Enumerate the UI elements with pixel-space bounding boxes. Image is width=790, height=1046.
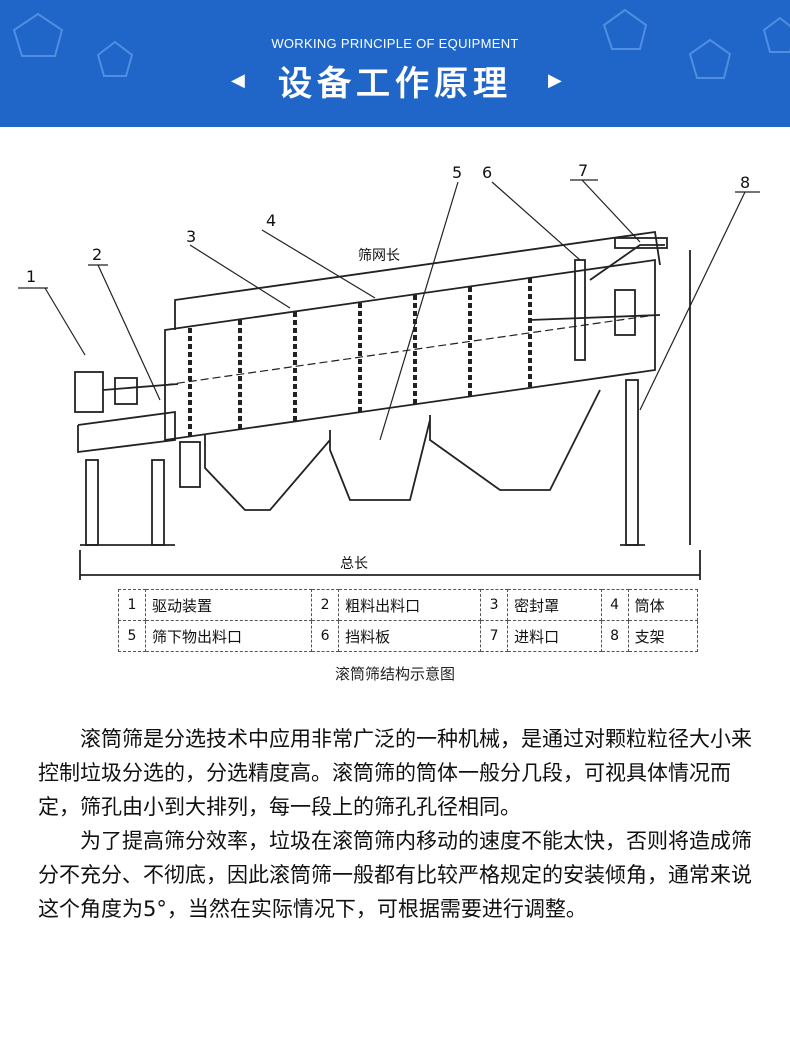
part-label-3: 3	[186, 227, 196, 246]
chevron-left-icon: ◀	[231, 70, 245, 91]
banner-subtitle: WORKING PRINCIPLE OF EQUIPMENT	[271, 36, 519, 51]
part-label-4: 4	[266, 211, 276, 230]
part-name: 筛下物出料口	[144, 620, 313, 652]
part-name: 驱动装置	[144, 589, 313, 621]
part-label-8: 8	[740, 173, 750, 192]
part-label-2: 2	[92, 245, 102, 264]
table-row: 1 驱动装置 2 粗料出料口 3 密封罩 4 筒体	[118, 589, 699, 621]
part-name: 支架	[627, 620, 699, 652]
part-number: 7	[480, 620, 509, 652]
table-row: 5 筛下物出料口 6 挡料板 7 进料口 8 支架	[118, 620, 699, 652]
part-label-1: 1	[26, 267, 36, 286]
paragraph: 为了提高筛分效率，垃圾在滚筒筛内移动的速度不能太快，否则将造成筛分不充分、不彻底…	[38, 829, 752, 921]
part-number: 2	[311, 589, 340, 621]
part-name: 挡料板	[338, 620, 482, 652]
pentagon-decoration-icon	[12, 8, 790, 79]
total-length-label: 总长	[340, 556, 368, 572]
description-text: 滚筒筛是分选技术中应用非常广泛的一种机械，是通过对颗粒粒径大小来控制垃圾分选的，…	[38, 722, 752, 926]
part-name: 粗料出料口	[338, 589, 482, 621]
part-label-7: 7	[578, 161, 588, 180]
part-label-5: 5	[452, 163, 462, 182]
part-number: 5	[118, 620, 146, 652]
paragraph: 滚筒筛是分选技术中应用非常广泛的一种机械，是通过对颗粒粒径大小来控制垃圾分选的，…	[38, 727, 752, 819]
trommel-structure-diagram: 1 2 3 4 5 6 7 8 筛网长 总长	[18, 161, 760, 580]
part-number: 6	[311, 620, 340, 652]
header-banner: WORKING PRINCIPLE OF EQUIPMENT ◀ 设备工作原理 …	[0, 0, 790, 127]
screen-length-label: 筛网长	[358, 248, 400, 264]
part-number: 3	[480, 589, 509, 621]
diagram-caption: 滚筒筛结构示意图	[334, 665, 455, 683]
part-number: 1	[118, 589, 146, 621]
part-number: 8	[600, 620, 629, 652]
page-title: 设备工作原理	[278, 64, 512, 104]
part-label-6: 6	[482, 163, 492, 182]
part-name: 进料口	[507, 620, 602, 652]
chevron-right-icon: ▶	[548, 70, 562, 91]
parts-table: 1 驱动装置 2 粗料出料口 3 密封罩 4 筒体 5 筛下物出料口 6 挡料板…	[118, 589, 699, 652]
part-name: 密封罩	[507, 589, 602, 621]
part-name: 筒体	[627, 589, 699, 621]
part-number: 4	[600, 589, 629, 621]
